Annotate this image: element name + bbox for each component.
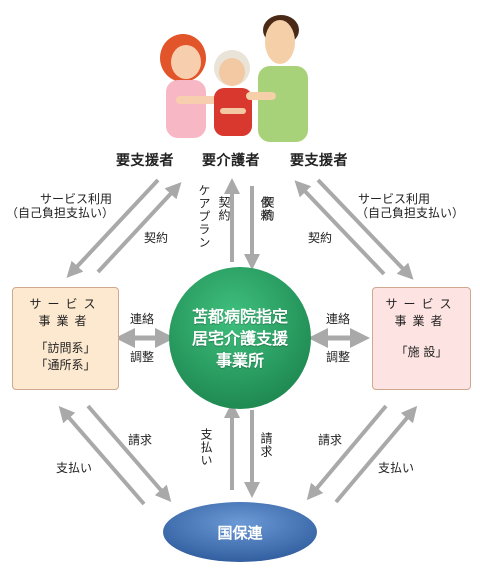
role-left-support: 要支援者 [116,153,174,169]
provider-box-right-title2: 事業者 [394,314,449,328]
bottom-left-claim-label: 請求 [128,433,153,447]
care-office-line2: 居宅介護支援 [191,329,288,348]
right-adjust-label: 調整 [326,350,351,364]
right-contract-label: 契約 [308,231,333,245]
arrow-right-down [316,178,414,280]
elderly-figure [214,50,252,136]
provider-box-left-title1: サービス [29,297,102,311]
man-figure [246,15,308,142]
arrow-bottom-left-down [86,404,172,503]
bottom-center-claim-label: 請求 [259,432,273,458]
bottom-left-payment-label: 支払い [56,461,93,475]
arrow-left-down [66,178,160,278]
provider-box-facility: サービス 事業者 「施 設」 [372,287,471,390]
woman-figure [160,34,224,138]
care-office-circle [169,267,311,409]
arrow-bottom-right-down [306,404,388,501]
center-contract-label: 契約 [261,196,275,222]
left-adjust-label: 調整 [130,350,155,364]
kokuho-ellipse [163,502,317,562]
left-liaison-label: 連絡 [130,312,155,326]
arrow-bottom-right-up [334,405,418,504]
right-liaison-label: 連絡 [326,312,351,326]
bottom-right-payment-label: 支払い [378,461,415,475]
bottom-center-payment-label: 支払い [199,428,213,467]
care-office-name: 苫都病院指定 居宅介護支援 事業所 [165,306,315,372]
right-service-use-line2: （自己負担支払い） [356,206,465,220]
care-plan-label: ケアプラン [197,184,211,249]
request-label: 依頼 [259,196,273,222]
right-service-use-line1: サービス利用 [358,192,431,206]
care-office-line3: 事業所 [215,351,264,370]
left-contract-label: 契約 [144,231,169,245]
role-right-support: 要支援者 [290,153,348,169]
provider-box-left-type2: 「通所系」 [35,358,96,372]
center-contract-label-left: 契約 [217,196,231,222]
left-service-use-line1: サービス利用 [40,192,113,206]
provider-box-right-type1: 「施 設」 [395,345,448,359]
left-service-use-line2: （自己負担支払い） [6,206,115,220]
provider-box-right-title1: サービス [385,297,458,311]
role-center-care: 要介護者 [202,153,260,169]
bottom-right-claim-label: 請求 [318,433,343,447]
arrow-bottom-left-up [58,405,146,506]
arrow-left-up [96,182,182,274]
care-office-line1: 苫都病院指定 [191,307,288,326]
provider-box-left-title2: 事業者 [38,314,93,328]
arrow-right-up [294,180,386,276]
kokuho-label: 国保連 [217,524,263,542]
provider-box-home-day: サービス 事業者 「訪問系」 「通所系」 [12,287,119,390]
provider-box-left-type1: 「訪問系」 [35,341,96,355]
